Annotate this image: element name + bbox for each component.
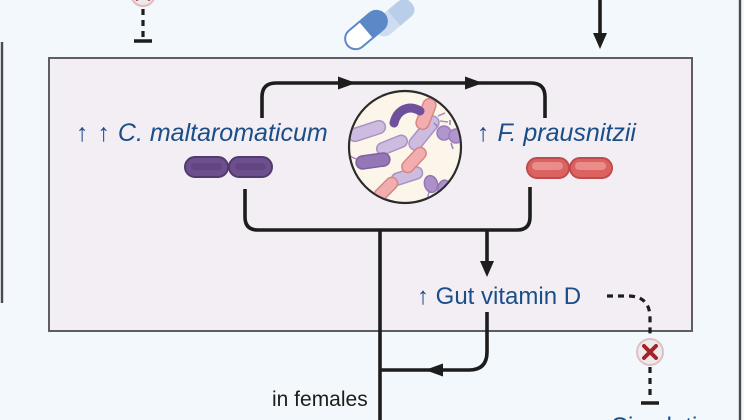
curved-top-arrow (260, 76, 547, 118)
purple-bacteria-icon (184, 156, 273, 178)
species-name: C. maltaromaticum (117, 119, 328, 147)
microbiome-circle-icon (347, 89, 463, 205)
arrow-to-gut-vitamin-d (480, 230, 494, 277)
up-arrows-icon: ↑ ↑ (76, 119, 111, 147)
species-name: F. prausnitzii (497, 119, 636, 147)
label-c-maltaromaticum: ↑ ↑ C. maltaromaticum (76, 119, 328, 148)
vitamin-d-merge-arrow (381, 312, 489, 377)
inhibition-top-left-icon (131, 0, 155, 43)
pill-icon (344, 0, 415, 51)
red-bacteria-icon (526, 157, 613, 179)
label-gut-vitamin-d: ↑ Gut vitamin D (417, 283, 582, 310)
label-f-prausnitzii: ↑ F. prausnitzii (477, 119, 636, 148)
top-down-arrow (593, 0, 607, 49)
label-in-females: in females (272, 388, 368, 411)
up-arrow-icon: ↑ (477, 119, 491, 147)
inhibition-bottom-right-icon (607, 294, 664, 405)
merge-bracket (243, 187, 532, 232)
label-circulating-clipped: ↑ Circulating vitamin D (592, 413, 744, 420)
